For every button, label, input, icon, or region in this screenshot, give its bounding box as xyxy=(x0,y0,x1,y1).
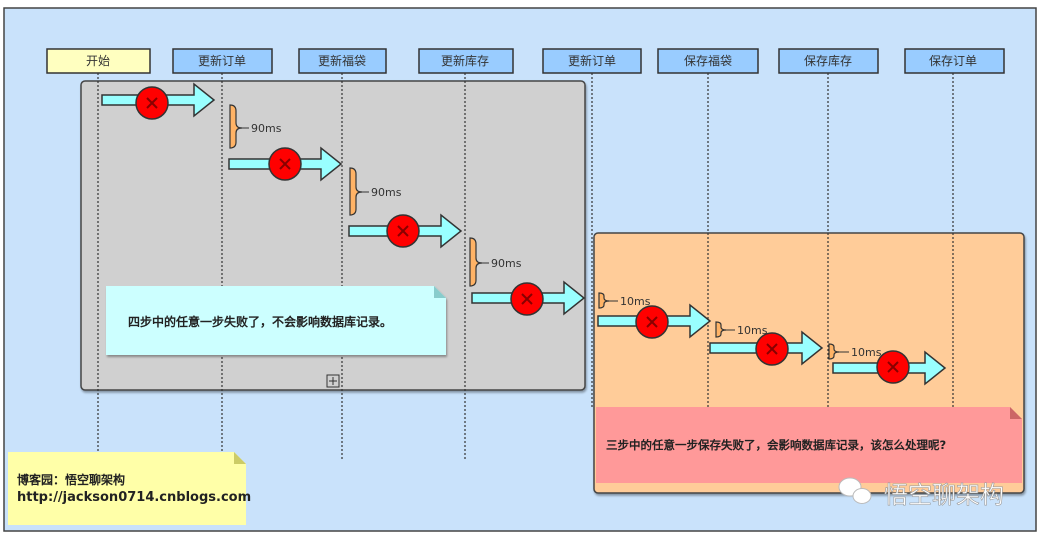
lifeline-header-update-stock[interactable]: 更新库存 xyxy=(418,48,514,74)
delay-label: 90ms xyxy=(491,257,522,270)
fail-icon xyxy=(510,282,544,316)
delay-label: 90ms xyxy=(251,122,282,135)
brace-icon xyxy=(349,167,363,216)
watermark-text: 悟空聊架构 xyxy=(884,481,1004,509)
brace-icon xyxy=(598,292,610,309)
note-text: 三步中的任意一步保存失败了，会影响数据库记录，该怎么处理呢? xyxy=(606,438,946,452)
fail-icon xyxy=(268,147,302,181)
header-label: 更新福袋 xyxy=(318,53,366,68)
fail-icon xyxy=(755,332,789,366)
expand-icon[interactable] xyxy=(326,374,340,388)
lifelines xyxy=(97,73,954,460)
header-label: 更新订单 xyxy=(198,53,246,68)
header-label: 保存订单 xyxy=(929,54,977,68)
note-three-steps[interactable] xyxy=(596,407,1022,483)
note-four-steps[interactable] xyxy=(106,286,446,355)
delay-label: 10ms xyxy=(851,346,882,359)
header-label: 保存福袋 xyxy=(684,53,732,68)
delay-label: 10ms xyxy=(737,324,768,337)
fail-icon xyxy=(635,305,669,339)
header-label: 开始 xyxy=(86,54,110,68)
delay-label: 10ms xyxy=(620,295,651,308)
brace-icon xyxy=(469,237,483,287)
blog-title: 博客园：悟空聊架构 xyxy=(17,472,125,487)
header-label: 更新库存 xyxy=(441,53,489,68)
header-label: 保存库存 xyxy=(804,53,852,68)
fail-icon xyxy=(135,86,169,120)
lifeline-header-update-bag[interactable]: 更新福袋 xyxy=(298,48,387,74)
header-label: 更新订单 xyxy=(568,53,616,68)
note-text: 四步中的任意一步失败了，不会影响数据库记录。 xyxy=(128,314,392,329)
blog-url[interactable]: http://jackson0714.cnblogs.com xyxy=(17,490,251,505)
fail-icon xyxy=(876,350,910,384)
delay-label: 90ms xyxy=(371,186,402,199)
wechat-icon xyxy=(838,477,872,504)
lifeline-header-save-order[interactable]: 保存订单 xyxy=(904,48,1005,74)
lifeline-header-update-order-2[interactable]: 更新订单 xyxy=(542,48,642,74)
lifeline-header-save-stock[interactable]: 保存库存 xyxy=(778,48,879,74)
brace-icon xyxy=(715,321,727,338)
lifeline-header-update-order[interactable]: 更新订单 xyxy=(172,48,273,74)
lifeline-header-save-bag[interactable]: 保存福袋 xyxy=(657,48,759,74)
brace-icon xyxy=(828,343,840,360)
lifeline-header-start[interactable]: 开始 xyxy=(46,48,151,74)
brace-icon xyxy=(229,104,243,149)
fail-icon xyxy=(386,214,420,248)
note-blog[interactable] xyxy=(8,452,246,525)
